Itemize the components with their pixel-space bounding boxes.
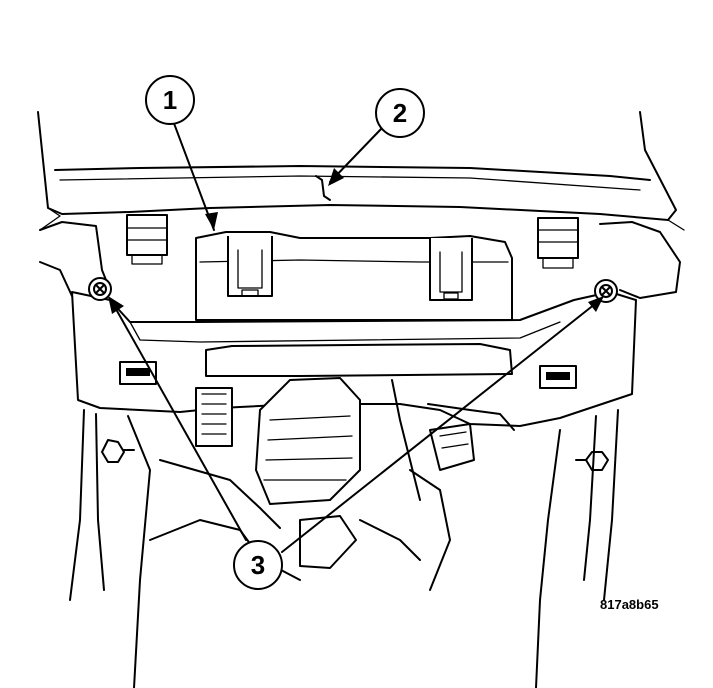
callout-1-label: 1 <box>163 85 177 115</box>
figure-code: 817a8b65 <box>600 597 659 612</box>
wiring-harness <box>149 377 515 591</box>
left-bracket <box>39 214 168 301</box>
right-screw <box>594 279 618 303</box>
instrument-panel-top <box>37 111 685 231</box>
callout-2-label: 2 <box>393 98 407 128</box>
leader-lines <box>108 117 604 553</box>
left-screw <box>88 277 112 301</box>
module-body <box>195 231 513 321</box>
right-bracket <box>537 217 681 299</box>
callout-1: 1 <box>145 75 195 125</box>
lower-structure <box>69 409 619 688</box>
callout-2: 2 <box>375 88 425 138</box>
callout-3-label: 3 <box>251 550 265 580</box>
callout-3: 3 <box>233 540 283 590</box>
